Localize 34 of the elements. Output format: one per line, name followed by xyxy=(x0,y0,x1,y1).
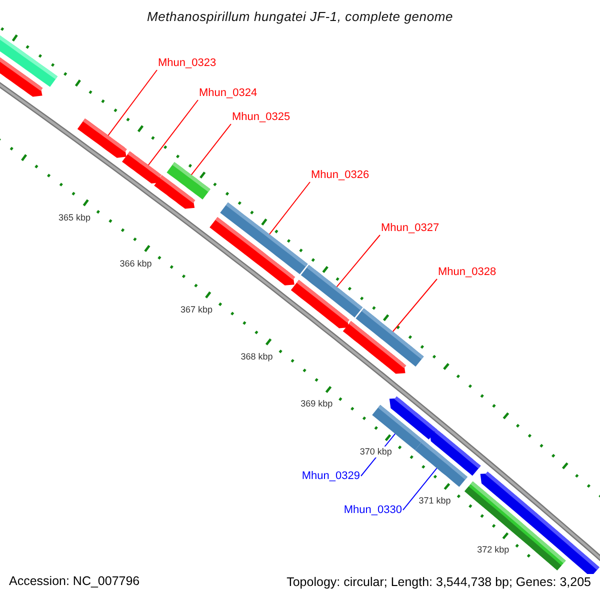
gene-block xyxy=(77,118,127,158)
gene-block xyxy=(389,396,438,440)
tick-label: 369 kbp xyxy=(300,398,333,410)
gene-bar xyxy=(166,162,210,200)
leader-line xyxy=(190,124,232,176)
tick-label: 372 kbp xyxy=(477,544,510,556)
tick-label: 366 kbp xyxy=(120,258,152,270)
gene-label: Mhun_0325 xyxy=(232,111,290,124)
gene-label: Mhun_0327 xyxy=(381,222,440,235)
gene-block xyxy=(122,151,162,184)
tick-label: 371 kbp xyxy=(418,496,451,507)
gene-bar xyxy=(300,264,363,318)
tick-label: 370 kbp xyxy=(360,446,392,458)
gene-label: Mhun_0330 xyxy=(344,504,402,517)
gene-label: Mhun_0324 xyxy=(199,87,258,100)
map-title: Methanospirillum hungatei JF-1, complete genome xyxy=(146,9,454,24)
tick-label: 367 kbp xyxy=(180,304,213,316)
leader-line xyxy=(269,182,310,235)
gene-label: Mhun_0326 xyxy=(311,169,370,182)
leader-line xyxy=(108,70,158,136)
gene-label: Mhun_0329 xyxy=(302,470,360,483)
leader-line xyxy=(392,278,438,332)
genome-info-text: Topology: circular; Length: 3,544,738 bp; Genes: 3,205 xyxy=(284,574,594,591)
leader-line xyxy=(336,234,380,288)
gene-bar xyxy=(356,308,424,367)
leader-line xyxy=(402,468,438,510)
accession-text: Accession: NC_007796 xyxy=(9,573,140,589)
gene-label: Mhun_0323 xyxy=(158,57,216,70)
gene-bar xyxy=(220,202,308,274)
tick-label: 365 kbp xyxy=(58,212,91,224)
gene-block xyxy=(430,429,481,476)
gene-label: Mhun_0328 xyxy=(438,266,496,279)
tick-label: 368 kbp xyxy=(240,351,273,362)
leader-line xyxy=(148,100,198,166)
